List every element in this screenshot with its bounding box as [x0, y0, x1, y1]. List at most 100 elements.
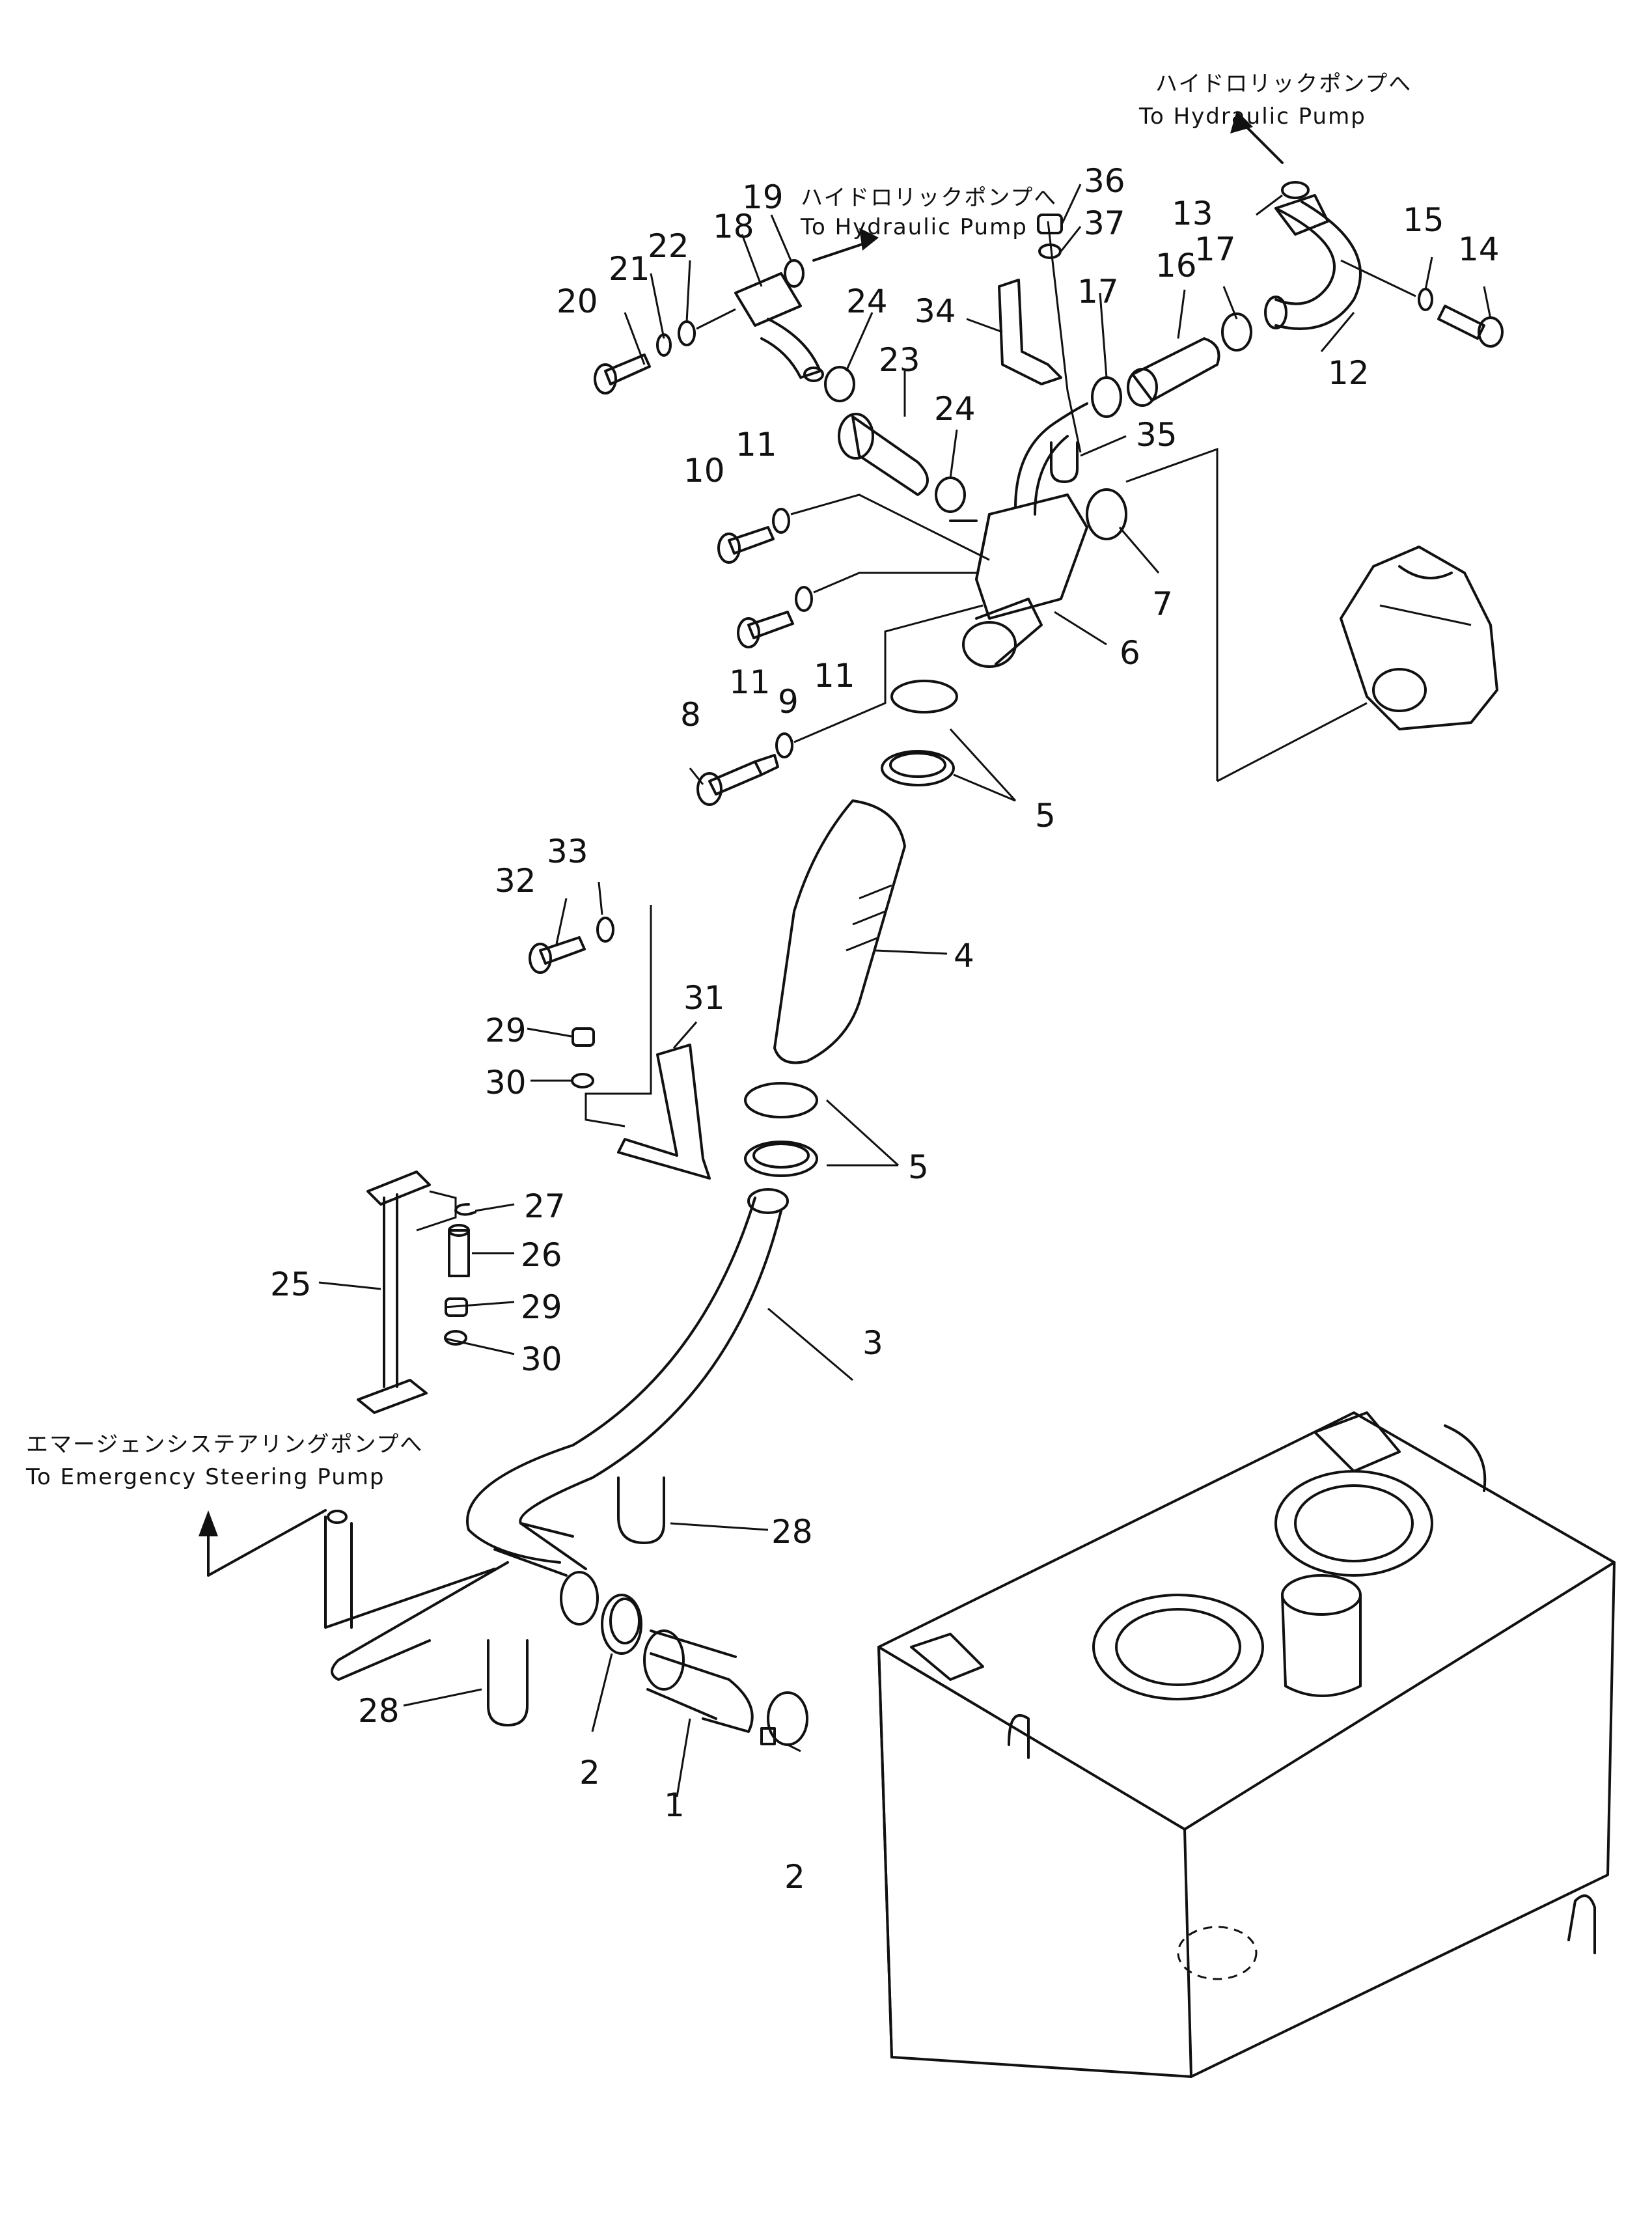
callout-30-upper: 30 — [485, 1064, 527, 1101]
part-13-o-ring — [1281, 181, 1310, 199]
callout-8: 8 — [680, 696, 701, 734]
part-27-clip — [454, 1203, 476, 1216]
callout-5-lower: 5 — [908, 1148, 929, 1186]
part-25-bracket — [357, 1170, 431, 1414]
part-4-hose — [773, 799, 906, 1064]
callout-35: 35 — [1136, 416, 1177, 454]
callout-2-left: 2 — [579, 1754, 600, 1792]
callout-22: 22 — [648, 227, 689, 265]
callout-25: 25 — [270, 1266, 312, 1303]
callout-30-lower: 30 — [521, 1340, 562, 1378]
flow-arrowhead-mid — [859, 228, 879, 251]
callout-21: 21 — [609, 250, 650, 288]
pump-connection-line — [1125, 447, 1218, 781]
part-28-u-bolt-lower — [487, 1639, 529, 1726]
callout-32: 32 — [495, 862, 536, 900]
callout-29-lower: 29 — [521, 1288, 562, 1326]
part-14-bolt — [1437, 305, 1504, 348]
flow-arrowhead-upper-right — [1230, 111, 1253, 133]
callout-11-top: 11 — [736, 426, 777, 464]
callout-16: 16 — [1155, 247, 1197, 284]
callout-11-mid: 11 — [814, 657, 855, 695]
callout-17-right: 17 — [1194, 230, 1236, 268]
part-36-nut — [1037, 214, 1063, 234]
note-left-jp: エマージェンシステアリングポンプへ — [26, 1432, 423, 1458]
note-top-mid-en: To Hydraulic Pump — [800, 214, 1028, 240]
part-23-hose — [838, 413, 929, 496]
part-1-hose — [643, 1629, 754, 1733]
part-11-washer-b — [795, 586, 813, 612]
callout-36: 36 — [1084, 162, 1125, 200]
note-top-right-en: To Hydraulic Pump — [1138, 104, 1366, 130]
callout-9: 9 — [778, 683, 799, 721]
callout-29-upper: 29 — [485, 1012, 527, 1049]
callout-12: 12 — [1328, 354, 1370, 392]
part-17-clamp-b — [1221, 312, 1252, 352]
part-24-clamp-b — [935, 477, 966, 513]
callout-19: 19 — [742, 178, 784, 216]
flow-arrow-left — [207, 1509, 327, 1577]
hydraulic-tank — [877, 1411, 1616, 2078]
part-37-washer — [1038, 243, 1062, 259]
part-19-o-ring — [784, 259, 805, 288]
note-top-right-jp: ハイドロリックポンプへ — [1155, 71, 1412, 97]
part-32-bolt — [529, 936, 586, 974]
part-6-elbow-block — [949, 402, 1088, 668]
callout-20: 20 — [557, 283, 598, 320]
part-30-washer-a — [571, 1073, 594, 1088]
part-11-washer-c — [775, 732, 793, 758]
leader-lines — [318, 184, 1492, 1797]
callout-5-upper: 5 — [1035, 797, 1056, 835]
callout-28-upper: 28 — [771, 1513, 813, 1551]
callout-3: 3 — [862, 1324, 883, 1362]
note-left-en: To Emergency Steering Pump — [25, 1464, 385, 1490]
part-12-pipe — [1264, 194, 1362, 330]
part-2-clamp-left — [601, 1594, 642, 1655]
callout-18: 18 — [713, 208, 754, 245]
part-18-flange-elbow — [734, 272, 824, 382]
part-28-u-bolt-upper — [617, 1476, 665, 1544]
part-24-clamp-a — [824, 366, 855, 402]
part-34-bracket — [998, 279, 1062, 385]
part-33-washer — [596, 917, 614, 943]
callout-10: 10 — [683, 452, 725, 490]
hydraulic-pump — [1340, 546, 1498, 730]
callout-37: 37 — [1084, 204, 1125, 242]
part-26-bolt — [448, 1224, 470, 1277]
callout-17-left: 17 — [1077, 273, 1119, 311]
callout-14: 14 — [1458, 230, 1500, 268]
callout-26: 26 — [521, 1236, 562, 1274]
callout-4: 4 — [954, 937, 974, 975]
callout-24-low: 24 — [934, 390, 976, 428]
part-20-bolt — [594, 353, 651, 395]
part-3-suction-pipe — [324, 1188, 789, 1681]
part-17-clamp-a — [1091, 376, 1122, 418]
callout-24-top: 24 — [846, 283, 888, 320]
part-10-bolt — [717, 526, 775, 564]
callout-28-lower: 28 — [358, 1692, 400, 1730]
callout-6: 6 — [1120, 634, 1140, 672]
callout-23: 23 — [879, 341, 920, 379]
part-7-o-ring — [1086, 488, 1127, 540]
callout-11-low: 11 — [729, 663, 771, 701]
callout-2-right: 2 — [784, 1858, 805, 1896]
part-9-bolt — [737, 611, 794, 648]
callout-27: 27 — [524, 1187, 566, 1225]
part-22-washer — [678, 320, 696, 346]
part-15-washer — [1418, 288, 1433, 311]
flow-arrowhead-left — [199, 1510, 218, 1536]
callout-33: 33 — [547, 833, 588, 870]
callout-34: 34 — [915, 292, 956, 330]
part-5-clamps-upper — [881, 680, 958, 786]
part-5-clamps-lower — [744, 1082, 818, 1177]
part-16-hose — [1127, 337, 1220, 407]
note-top-mid-jp: ハイドロリックポンプへ — [801, 185, 1057, 211]
part-29-nut-a — [571, 1027, 595, 1047]
callout-7: 7 — [1152, 585, 1173, 623]
callout-15: 15 — [1403, 201, 1444, 239]
callout-31: 31 — [683, 979, 725, 1017]
callout-1: 1 — [664, 1786, 685, 1824]
part-35-u-bolt — [1050, 441, 1079, 483]
part-31-bracket — [617, 1044, 711, 1180]
